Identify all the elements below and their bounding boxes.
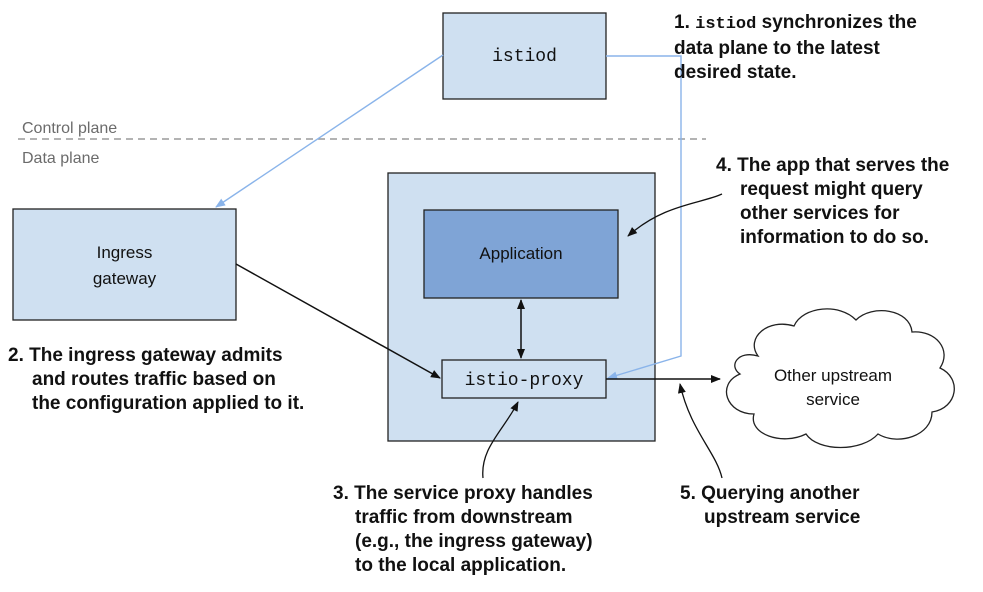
annotation-1-code: istiod [695,15,757,34]
annotation-4: 4. The app that serves the request might… [716,154,949,250]
control-plane-label: Control plane [22,120,117,137]
annotation-3: 3. The service proxy handles traffic fro… [333,482,593,578]
istiod-label: istiod [492,47,557,67]
annotation-3-line2: traffic from downstream [355,507,573,528]
annotation-2-line1: 2. The ingress gateway admits [8,345,283,366]
ingress-to-proxy-arrow [235,263,441,379]
annotation-1: 1. istiod synchronizes the data plane to… [674,11,917,85]
annotation-1-line1: synchronizes the [756,12,917,33]
istiod-to-ingress-line [215,54,444,208]
istio-proxy-label: istio-proxy [465,371,584,391]
application-box [423,209,619,299]
annotation-1-line3: desired state. [674,62,797,83]
upstream-service-label-line1: Other upstream [774,366,892,385]
annotation-4-line1: 4. The app that serves the [716,155,950,176]
annotation-3-line4: to the local application. [355,555,567,576]
callout-5-pointer [678,383,723,479]
istio-proxy-box [441,359,607,399]
callout-3-pointer [482,401,519,479]
annotation-2-line2: and routes traffic based on [32,369,276,390]
annotation-3-line1: 3. The service proxy handles [333,483,593,504]
upstream-service-label-line2: service [806,390,860,409]
application-label: Application [479,244,562,263]
upstream-service-cloud [725,308,955,449]
annotation-1-prefix: 1. [674,12,696,33]
annotation-1-line2: data plane to the latest [674,38,880,59]
callout-4-pointer [627,193,723,237]
istiod-box [442,12,607,100]
annotation-2: 2. The ingress gateway admits and routes… [8,344,304,416]
annotation-2-line3: the configuration applied to it. [32,393,305,414]
annotation-4-line3: other services for [740,203,900,224]
ingress-gateway-label-line2: gateway [93,269,157,288]
ingress-gateway-label-line1: Ingress [97,243,153,262]
data-plane-label: Data plane [22,150,99,167]
annotation-5: 5. Querying another upstream service [680,482,860,530]
annotation-4-line4: information to do so. [740,227,929,248]
ingress-gateway-box [12,208,237,321]
annotation-3-line3: (e.g., the ingress gateway) [355,531,593,552]
annotation-4-line2: request might query [740,179,923,200]
annotation-5-line1: 5. Querying another [680,483,860,504]
annotation-5-line2: upstream service [704,507,861,528]
